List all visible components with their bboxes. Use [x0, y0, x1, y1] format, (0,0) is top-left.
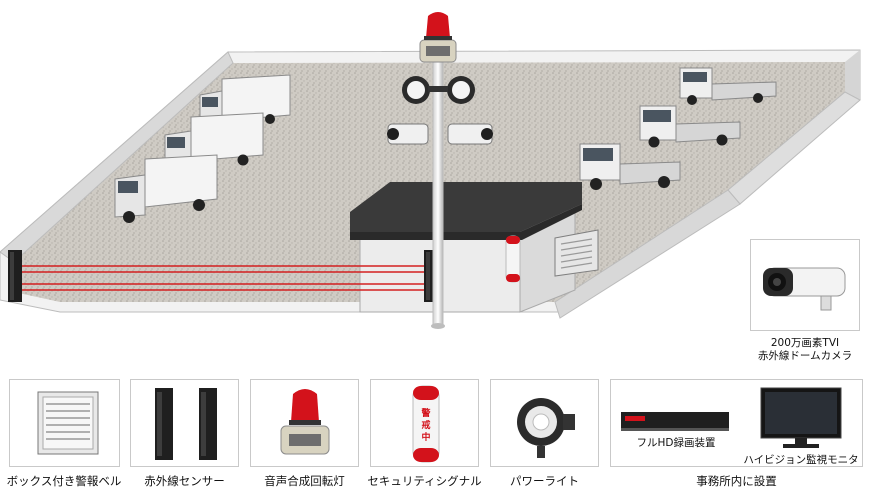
caption-security-signal: セキュリティシグナル	[367, 474, 482, 488]
pole-power-lights	[402, 76, 475, 104]
tvi-camera-icon	[763, 267, 846, 311]
alarm-bell-box-icon	[37, 391, 99, 455]
camera-caption-line2: 赤外線ドームカメラ	[757, 350, 853, 362]
caption-alarm-bell-box: ボックス付き警報ベル	[6, 474, 122, 488]
caption-infrared-sensor: 赤外線センサー	[144, 474, 225, 488]
signal-text-1: 警	[421, 407, 430, 419]
caption-office-equipment: 事務所内に設置	[696, 474, 777, 488]
pole-rotating-beacon	[419, 12, 457, 63]
camera-caption-line1: 200万画素TVI	[770, 337, 840, 349]
camera-card	[750, 239, 860, 331]
wall-alarm-box	[554, 229, 599, 277]
rotating-beacon-icon	[280, 389, 330, 455]
flatbed-truck-3	[579, 143, 681, 190]
power-light-icon	[517, 398, 575, 458]
card-office-equipment: フルHD録画装置 ハイビジョン監視モニタ	[610, 379, 863, 467]
infrared-beams	[22, 265, 424, 291]
office-equipment-icon	[621, 387, 842, 448]
equipment-pole	[431, 59, 445, 329]
card-infrared-sensor	[130, 379, 239, 467]
flatbed-truck-2	[639, 105, 741, 148]
infrared-sensor-icon	[155, 388, 217, 460]
card-security-signal: 警 戒 中	[370, 379, 479, 467]
recorder-icon	[621, 412, 729, 431]
wall-security-signal	[505, 235, 521, 283]
infrared-sensor-left	[8, 250, 22, 302]
recorder-label: フルHD録画装置	[636, 437, 716, 449]
card-rotating-beacon	[250, 379, 359, 467]
card-alarm-bell-box	[9, 379, 120, 467]
flatbed-truck-1	[679, 67, 777, 105]
office-building	[350, 182, 582, 313]
pole-cameras	[387, 123, 493, 145]
monitor-icon	[760, 387, 842, 448]
card-power-light	[490, 379, 599, 467]
caption-rotating-beacon: 音声合成回転灯	[264, 474, 345, 488]
box-truck-3	[114, 154, 218, 223]
security-signal-icon: 警 戒 中	[412, 385, 440, 463]
signal-text-2: 戒	[421, 419, 430, 431]
monitor-label: ハイビジョン監視モニタ	[743, 454, 859, 466]
caption-power-light: パワーライト	[510, 474, 579, 488]
signal-text-3: 中	[421, 431, 430, 443]
